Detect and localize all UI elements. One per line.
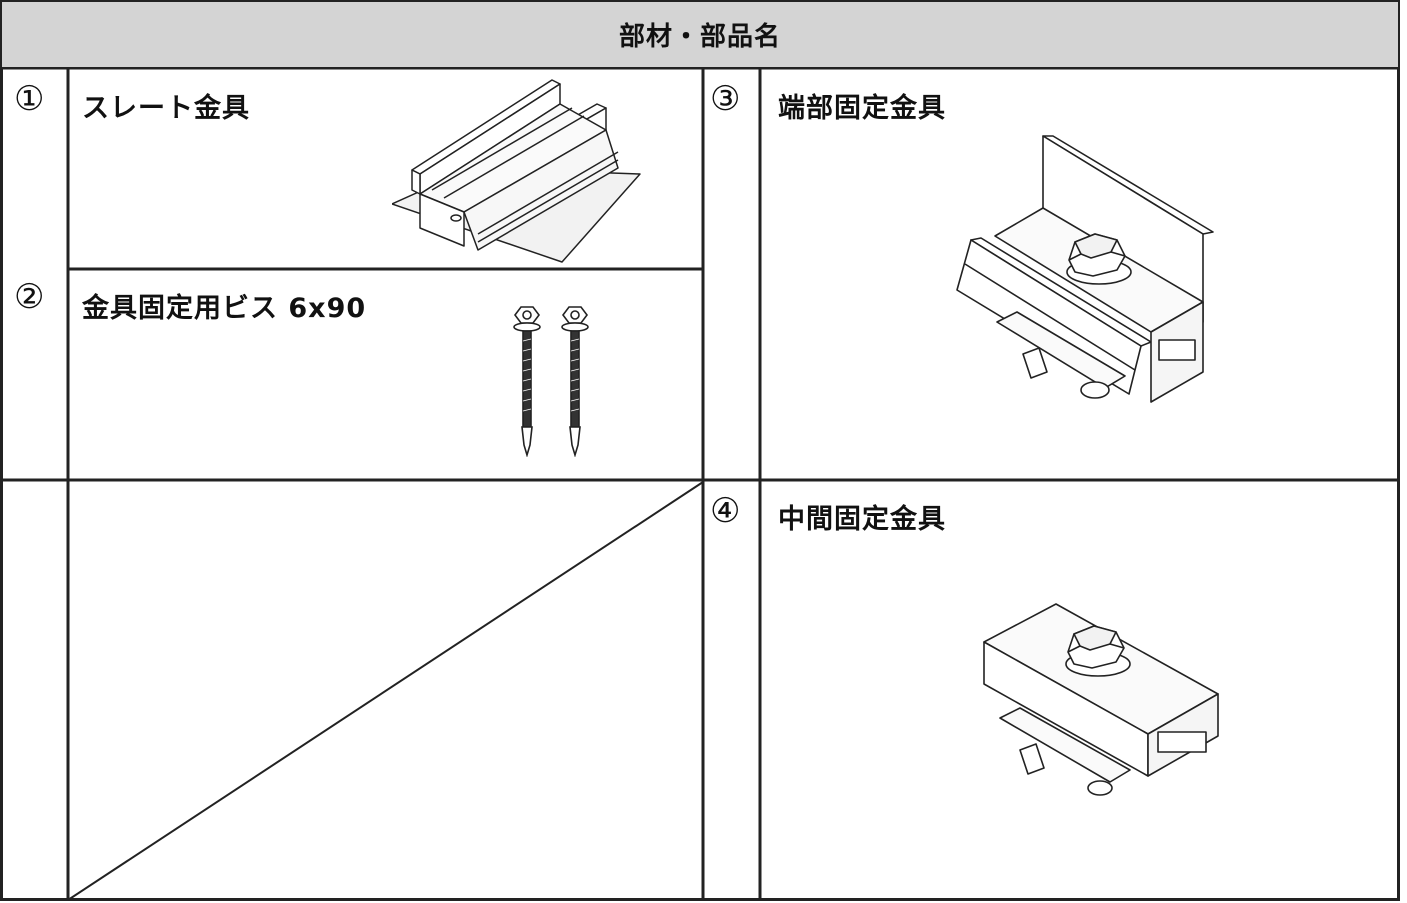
item-name: スレート金具 <box>82 93 250 124</box>
item-name: 金具固定用ビス 6x90 <box>82 293 367 324</box>
end-clamp-illustration <box>956 135 1214 403</box>
item-number: ③ <box>710 79 741 119</box>
item-name: 中間固定金具 <box>778 504 946 535</box>
fixing-screw-illustration <box>513 306 589 457</box>
slate-bracket-illustration <box>392 79 641 263</box>
table-header: 部材・部品名 <box>2 2 1398 67</box>
item-number: ④ <box>710 491 741 531</box>
empty-cell-diagonal <box>67 481 704 901</box>
item-number: ② <box>14 277 45 317</box>
middle-clamp-illustration <box>983 603 1219 796</box>
item-name: 端部固定金具 <box>778 93 946 124</box>
item-number: ① <box>14 79 45 119</box>
